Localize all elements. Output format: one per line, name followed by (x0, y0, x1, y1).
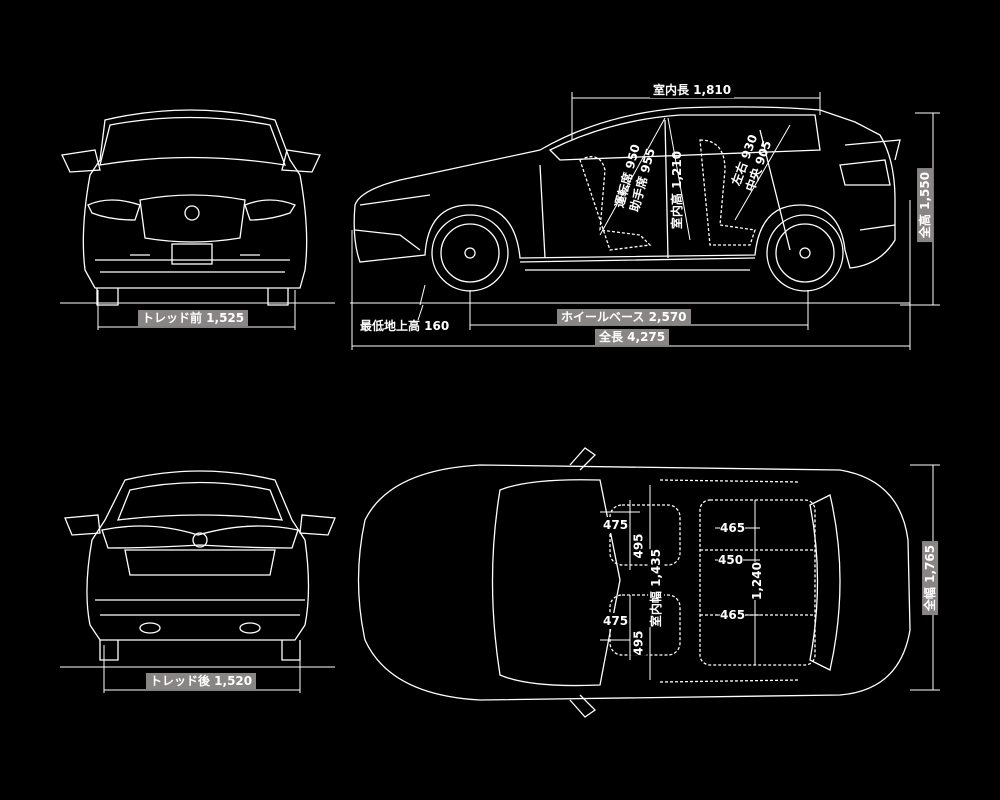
rear-track-label: トレッド後 1,520 (146, 673, 257, 689)
front-seat-width-bottom-label: 475 (603, 613, 629, 629)
rear-view-car (64, 470, 336, 661)
interior-height-label: 室内高 1,210 (670, 150, 685, 230)
rear-center-label: 450 (718, 552, 744, 568)
ground-clearance-label: 最低地上高 160 (360, 319, 450, 333)
front-seat-depth-bottom-label: 495 (630, 630, 647, 656)
interior-length-label: 室内長 1,810 (650, 82, 735, 98)
interior-width-label: 室内幅 1,435 (648, 548, 665, 628)
overall-width-label: 全幅 1,765 (922, 540, 939, 616)
wheelbase-label: ホイールベース 2,570 (557, 309, 691, 325)
rear-width-label: 1,240 (748, 562, 765, 600)
overall-height-label: 全高 1,550 (917, 167, 934, 243)
front-track-label: トレッド前 1,525 (138, 310, 249, 326)
side-view-car (353, 106, 901, 292)
rear-seat-top-label: 465 (720, 520, 746, 536)
rear-seat-bottom-label: 465 (720, 607, 746, 623)
overall-length-label: 全長 4,275 (595, 329, 670, 345)
dimension-lines (60, 92, 940, 693)
front-seat-depth-top-label: 495 (630, 533, 647, 559)
front-view-car (61, 109, 321, 306)
top-view-car (357, 447, 911, 718)
front-seat-width-top-label: 475 (603, 517, 629, 533)
